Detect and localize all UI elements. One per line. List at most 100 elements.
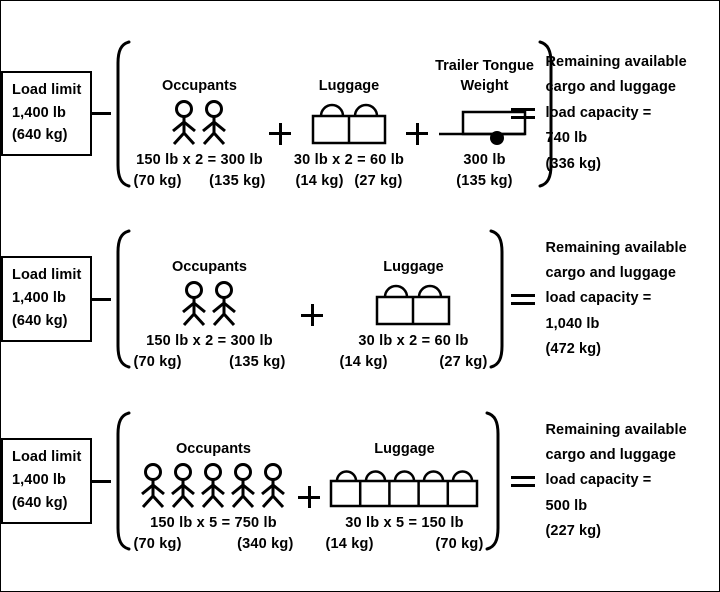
term-title: Trailer Tongue Weight xyxy=(435,57,534,96)
term-math-kg: (70 kg) (135 kg) xyxy=(133,354,285,370)
load-limit-box-wrap-1: Load limit 1,400 lb (640 kg) xyxy=(1,70,93,157)
group-terms-1: Occupants xyxy=(131,39,538,189)
term-title: Occupants xyxy=(176,441,251,458)
result-value-kg: (336 kg) xyxy=(545,155,602,172)
term-math-kg-left: (70 kg) xyxy=(133,536,182,552)
bracket-close-icon xyxy=(485,410,505,552)
term-math-kg-left: (70 kg) xyxy=(133,172,182,189)
occupant-icon-group xyxy=(179,281,239,327)
term-title: Occupants xyxy=(162,77,237,94)
term-math-kg-right: (135 kg) xyxy=(209,172,266,189)
load-limit-label: Load limit xyxy=(12,267,82,284)
suitcase-icon xyxy=(376,284,451,326)
bracket-close-icon xyxy=(489,228,509,370)
load-limit-label: Load limit xyxy=(12,81,82,98)
result-text-1: Remaining available cargo and luggage lo… xyxy=(545,50,719,177)
term-title: Luggage xyxy=(383,259,444,276)
group-terms-2: Occupants xyxy=(131,228,489,370)
result-text-2: Remaining available cargo and luggage lo… xyxy=(545,236,719,363)
subtracted-group-1: Occupants xyxy=(111,39,553,189)
load-limit-kg: (640 kg) xyxy=(12,312,68,329)
luggage-icon-group xyxy=(375,281,451,327)
result-line-3: load capacity = xyxy=(545,104,652,121)
term-math-kg-right: (27 kg) xyxy=(354,172,403,189)
term-math-kg-left: (14 kg) xyxy=(339,354,388,370)
stick-figure-icon xyxy=(182,281,207,327)
result-line-3: load capacity = xyxy=(545,290,652,307)
term-math-lb: 300 lb xyxy=(463,151,506,168)
plus-operator-icon xyxy=(293,486,325,552)
term-title-line1: Trailer Tongue xyxy=(435,58,534,75)
result-line-2: cargo and luggage xyxy=(545,446,677,463)
term-trailer-tongue-weight: Trailer Tongue Weight 300 lb (135 kg) xyxy=(432,57,536,188)
trailer-icon-group xyxy=(437,100,531,146)
bracket-close-icon xyxy=(538,39,558,189)
term-luggage: Luggage 30 lb x 2 = 60 lb (14 kg) (27 kg… xyxy=(339,258,487,370)
equation-row-2: Load limit 1,400 lb (640 kg) Occupants xyxy=(1,219,719,379)
stick-figure-icon xyxy=(202,99,227,145)
term-math-kg-left: (135 kg) xyxy=(456,172,513,189)
term-title: Luggage xyxy=(318,77,380,94)
occupant-icon-group xyxy=(169,99,229,146)
result-value-kg: (227 kg) xyxy=(545,523,602,540)
term-luggage: Luggage 30 lb x 2 = 60 lb (14 kg) (27 kg… xyxy=(294,77,404,189)
stick-figure-icon xyxy=(141,463,166,509)
load-limit-lb: 1,400 lb xyxy=(12,290,66,307)
load-limit-box-wrap-2: Load limit 1,400 lb (640 kg) xyxy=(1,256,93,342)
term-title: Luggage xyxy=(374,441,435,458)
term-math-lb: 150 lb x 2 = 300 lb xyxy=(146,333,273,349)
equals-operator-icon xyxy=(501,475,545,487)
subtracted-group-2: Occupants xyxy=(111,228,504,370)
plus-operator-icon xyxy=(265,122,295,189)
term-math-kg-right: (340 kg) xyxy=(237,536,294,552)
term-math-kg-right: (135 kg) xyxy=(229,354,286,370)
term-math-kg: (14 kg) (27 kg) xyxy=(295,173,402,189)
minus-operator-icon xyxy=(92,112,112,115)
term-math-kg-right: (27 kg) xyxy=(439,354,488,370)
minus-operator-icon xyxy=(92,297,112,301)
load-limit-lb: 1,400 lb xyxy=(12,472,66,489)
term-math-kg-left: (14 kg) xyxy=(295,172,344,189)
term-math-kg-left: (14 kg) xyxy=(325,536,374,552)
bracket-open-icon xyxy=(111,410,131,552)
minus-operator-icon xyxy=(92,479,112,483)
result-line-3: load capacity = xyxy=(545,472,652,489)
load-limit-box-wrap-3: Load limit 1,400 lb (640 kg) xyxy=(1,438,93,524)
suitcase-icon xyxy=(311,103,387,144)
bracket-open-icon xyxy=(111,228,131,370)
term-luggage: Luggage xyxy=(325,440,483,552)
stick-figure-icon xyxy=(172,99,197,145)
equals-operator-icon xyxy=(501,293,545,305)
group-terms-3: Occupants xyxy=(131,410,485,552)
result-value-lb: 740 lb xyxy=(545,130,588,147)
stick-figure-icon xyxy=(201,463,226,509)
trailer-tongue-icon xyxy=(439,110,527,145)
term-occupants: Occupants xyxy=(133,440,293,552)
term-math-kg: (14 kg) (27 kg) xyxy=(339,354,487,370)
result-value-lb: 1,040 lb xyxy=(545,315,600,332)
result-value-lb: 500 lb xyxy=(545,497,588,514)
luggage-icon-group xyxy=(329,463,479,509)
equation-row-3: Load limit 1,400 lb (640 kg) Occupants xyxy=(1,401,719,561)
plus-operator-icon xyxy=(285,304,339,370)
plus-operator-icon xyxy=(402,122,432,189)
term-occupants: Occupants xyxy=(133,77,265,189)
stick-figure-icon xyxy=(261,463,286,509)
load-limit-box: Load limit 1,400 lb (640 kg) xyxy=(1,70,93,157)
term-math-lb: 30 lb x 5 = 150 lb xyxy=(345,515,464,531)
load-limit-lb: 1,400 lb xyxy=(12,104,66,121)
result-line-2: cargo and luggage xyxy=(545,264,677,281)
load-limit-box: Load limit 1,400 lb (640 kg) xyxy=(1,438,93,524)
result-line-1: Remaining available xyxy=(545,421,687,438)
bracket-open-icon xyxy=(111,39,131,189)
load-limit-kg: (640 kg) xyxy=(12,494,68,511)
term-math-kg: (70 kg) (340 kg) xyxy=(133,536,293,552)
term-math-kg-right: (70 kg) xyxy=(435,536,484,552)
term-occupants: Occupants xyxy=(133,258,285,370)
term-math-kg: (70 kg) (135 kg) xyxy=(133,173,265,189)
subtracted-group-3: Occupants xyxy=(111,410,501,552)
term-math-lb: 30 lb x 2 = 60 lb xyxy=(358,333,469,349)
load-limit-box: Load limit 1,400 lb (640 kg) xyxy=(1,256,93,342)
result-line-1: Remaining available xyxy=(545,239,687,256)
